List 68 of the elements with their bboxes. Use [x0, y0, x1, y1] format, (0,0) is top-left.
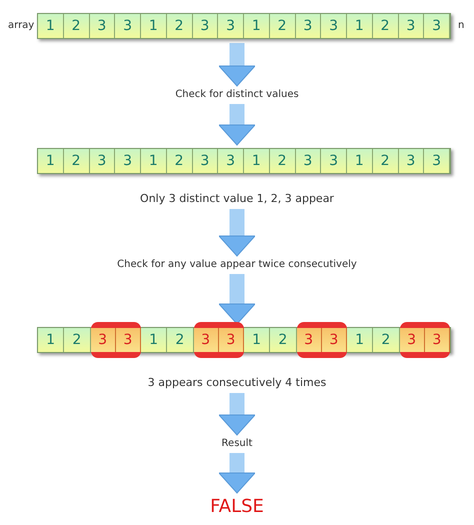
array-cell: 2: [64, 328, 90, 352]
step-text: Check for any value appear twice consecutively: [117, 259, 357, 270]
array-cell: 1: [141, 14, 167, 38]
array-cell: 3: [90, 14, 116, 38]
down-arrow: [218, 393, 256, 436]
array-bar: [37, 148, 451, 174]
array-cell: 1: [244, 14, 270, 38]
step-text: Check for distinct values: [175, 89, 299, 100]
array-cell: 3: [321, 149, 347, 173]
highlight-box: [400, 322, 450, 358]
step-text: Only 3 distinct value 1, 2, 3 appear: [140, 192, 334, 205]
array-cell: 3: [115, 149, 141, 173]
array-cell: 3: [218, 14, 244, 38]
array-cell: 2: [372, 149, 398, 173]
down-arrow: [218, 104, 256, 146]
highlight-box: [90, 322, 141, 358]
array-cell: 2: [270, 328, 296, 352]
array-bar: [37, 13, 451, 39]
array-cell: 2: [64, 14, 90, 38]
step-text: FALSE: [210, 496, 264, 517]
array-cell: 3: [400, 328, 425, 352]
array-cell: 1: [347, 149, 373, 173]
array-cell: 3: [424, 14, 450, 38]
array-cell: 2: [372, 14, 398, 38]
array-cell: 1: [38, 149, 64, 173]
array-cell: 3: [296, 149, 322, 173]
array-cell: 3: [218, 328, 244, 352]
array-cell: 1: [244, 328, 270, 352]
array-cell: 1: [141, 328, 168, 352]
array-cell: 2: [166, 14, 192, 38]
array-cell: 3: [398, 149, 424, 173]
array-caption: n: [458, 20, 464, 31]
array-cell: 3: [116, 328, 141, 352]
highlight-box: [296, 322, 347, 358]
array-cell: 3: [322, 328, 347, 352]
step-text: Result: [222, 438, 252, 449]
step-text: 3 appears consecutively 4 times: [148, 376, 326, 389]
array-cell: 3: [192, 14, 218, 38]
down-arrow: [218, 453, 256, 494]
array-cell: 3: [398, 14, 424, 38]
array-cell: 2: [373, 328, 400, 352]
array-cell: 3: [424, 149, 450, 173]
down-arrow: [218, 209, 256, 256]
array-cell: 3: [90, 149, 116, 173]
array-cell: 2: [270, 149, 296, 173]
array-cell: 1: [347, 328, 374, 352]
array-cell: 3: [194, 328, 219, 352]
array-caption: array: [8, 20, 34, 31]
array-cell: 3: [296, 14, 322, 38]
down-arrow: [218, 43, 256, 86]
array-cell: 2: [64, 149, 90, 173]
array-cell: 1: [141, 149, 167, 173]
array-cell: 3: [424, 328, 450, 352]
array-cell: 1: [347, 14, 373, 38]
array-cell: 1: [38, 328, 64, 352]
array-cell: 3: [218, 149, 244, 173]
array-cell: 3: [296, 328, 322, 352]
array-cell: 2: [166, 149, 192, 173]
array-cell: 1: [38, 14, 64, 38]
array-cell: 3: [321, 14, 347, 38]
down-arrow: [218, 274, 256, 324]
array-cell: 2: [270, 14, 296, 38]
array-cell: 1: [244, 149, 270, 173]
array-cell: 2: [167, 328, 194, 352]
array-cell: 3: [192, 149, 218, 173]
highlight-box: [194, 322, 244, 358]
array-cell: 3: [115, 14, 141, 38]
array-cell: 3: [90, 328, 116, 352]
